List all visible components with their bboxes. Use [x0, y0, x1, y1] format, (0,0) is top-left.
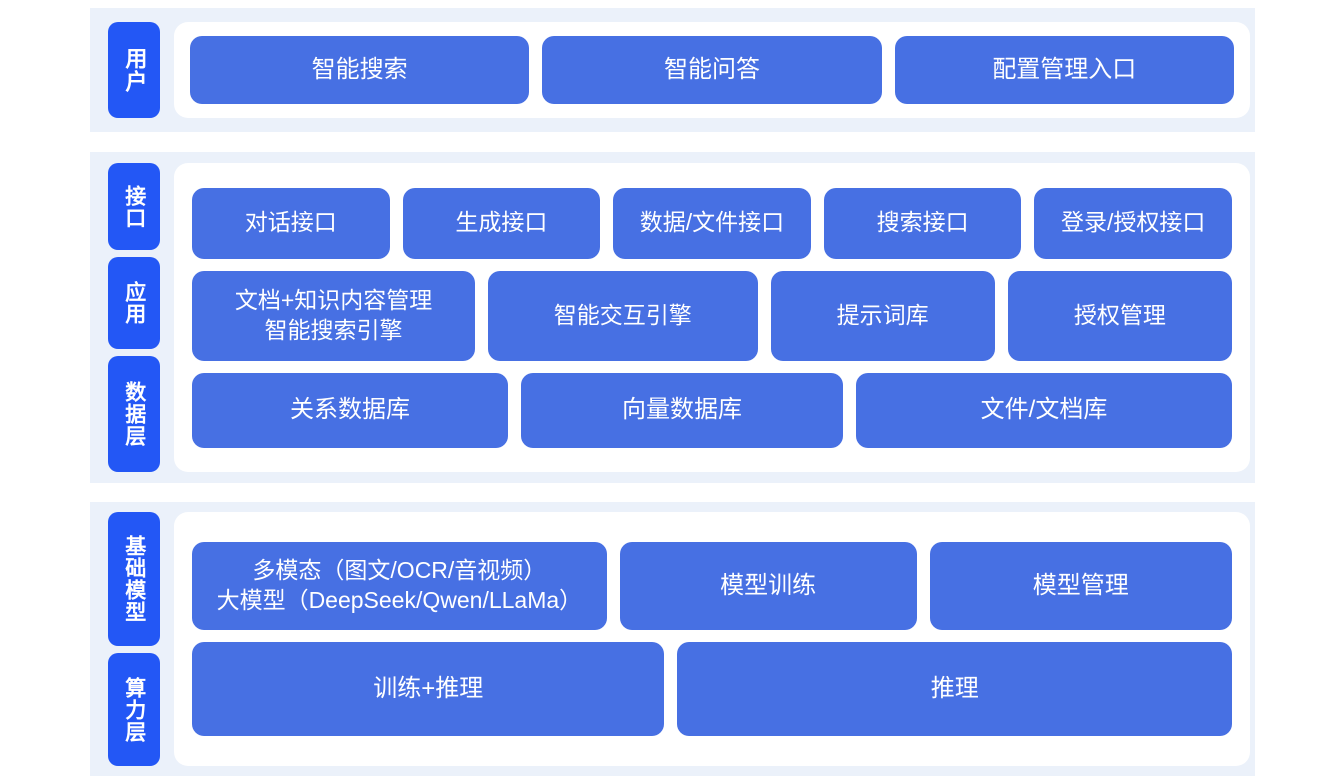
layer-label-compute: 算力层	[108, 653, 160, 766]
row-application-layer: 文档+知识内容管理 智能搜索引擎 智能交互引擎 提示词库 授权管理	[192, 270, 1232, 361]
box-prompt-library[interactable]: 提示词库	[770, 270, 995, 361]
layer-label-foundation-model: 基础模型	[108, 512, 160, 646]
box-config-management-entry[interactable]: 配置管理入口	[894, 36, 1234, 104]
panel-base-layers: 多模态（图文/OCR/音视频） 大模型（DeepSeek/Qwen/LLaMa）…	[174, 512, 1250, 766]
box-intelligent-search[interactable]: 智能搜索	[190, 36, 530, 104]
box-intelligent-interaction-engine[interactable]: 智能交互引擎	[488, 270, 758, 361]
label-column-middle: 接口 应用 数据层	[90, 152, 160, 483]
box-multimodal-large-model[interactable]: 多模态（图文/OCR/音视频） 大模型（DeepSeek/Qwen/LLaMa）	[192, 542, 607, 630]
box-inference[interactable]: 推理	[677, 642, 1232, 736]
box-login-auth-api[interactable]: 登录/授权接口	[1034, 187, 1232, 259]
layer-label-user: 用户	[108, 22, 160, 118]
section-middle-layers: 接口 应用 数据层 对话接口 生成接口 数据/文件接口 搜索接口 登录/授权接口…	[90, 152, 1255, 483]
box-model-management[interactable]: 模型管理	[929, 542, 1232, 630]
row-data-layer: 关系数据库 向量数据库 文件/文档库	[192, 372, 1232, 448]
box-search-api[interactable]: 搜索接口	[823, 187, 1022, 259]
section-base-layers: 基础模型 算力层 多模态（图文/OCR/音视频） 大模型（DeepSeek/Qw…	[90, 502, 1255, 776]
box-relational-database[interactable]: 关系数据库	[192, 372, 508, 448]
row-foundation-model-layer: 多模态（图文/OCR/音视频） 大模型（DeepSeek/Qwen/LLaMa）…	[192, 542, 1232, 630]
section-user-layer: 用户 智能搜索 智能问答 配置管理入口	[90, 8, 1255, 132]
box-authorization-management[interactable]: 授权管理	[1007, 270, 1232, 361]
row-compute-layer: 训练+推理 推理	[192, 642, 1232, 736]
panel-user-layer: 智能搜索 智能问答 配置管理入口	[174, 22, 1250, 118]
layer-label-interface: 接口	[108, 163, 160, 250]
box-training-inference[interactable]: 训练+推理	[192, 642, 665, 736]
row-interface-layer: 对话接口 生成接口 数据/文件接口 搜索接口 登录/授权接口	[192, 187, 1232, 259]
label-column-base: 基础模型 算力层	[90, 502, 160, 776]
box-generation-api[interactable]: 生成接口	[402, 187, 601, 259]
row-user-entries: 智能搜索 智能问答 配置管理入口	[190, 36, 1234, 104]
box-file-document-store[interactable]: 文件/文档库	[856, 372, 1232, 448]
layer-label-application: 应用	[108, 257, 160, 349]
layer-label-data: 数据层	[108, 356, 160, 472]
box-data-file-api[interactable]: 数据/文件接口	[613, 187, 811, 259]
box-dialog-api[interactable]: 对话接口	[192, 187, 390, 259]
box-intelligent-qa[interactable]: 智能问答	[542, 36, 882, 104]
box-model-training[interactable]: 模型训练	[619, 542, 917, 630]
box-vector-database[interactable]: 向量数据库	[521, 372, 843, 448]
label-column-user: 用户	[90, 8, 160, 132]
box-document-knowledge-management[interactable]: 文档+知识内容管理 智能搜索引擎	[192, 270, 476, 361]
panel-middle-layers: 对话接口 生成接口 数据/文件接口 搜索接口 登录/授权接口 文档+知识内容管理…	[174, 163, 1250, 472]
